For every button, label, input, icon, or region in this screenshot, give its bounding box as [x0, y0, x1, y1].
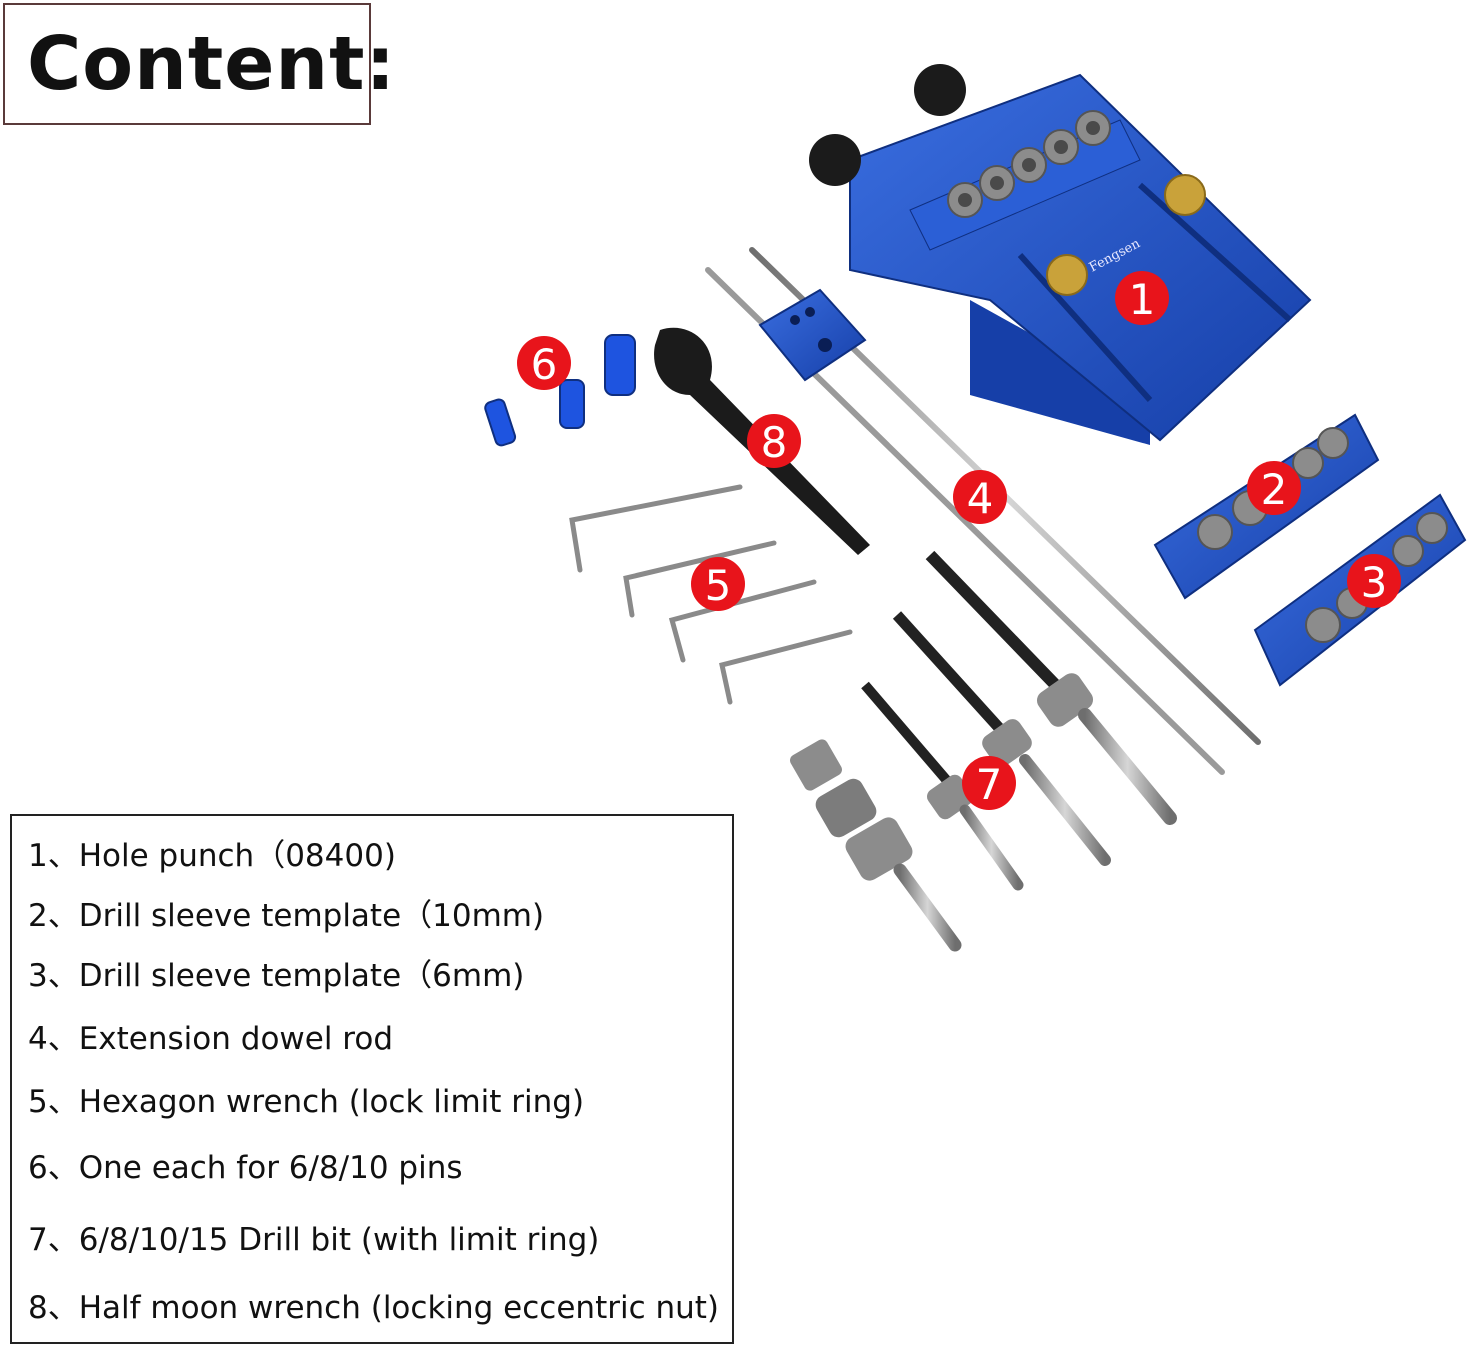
- title-box: Content:: [3, 3, 395, 125]
- legend-item-2: 2、Drill sleeve template（10mm): [28, 898, 545, 934]
- callout-8: 8: [747, 414, 801, 468]
- page-title: Content:: [27, 21, 397, 107]
- legend-item-1: 1、Hole punch（08400): [28, 838, 396, 874]
- legend-item-8: 8、Half moon wrench (locking eccentric nu…: [28, 1290, 720, 1326]
- callout-1: 1: [1115, 271, 1169, 325]
- legend-item-5: 5、Hexagon wrench (lock limit ring): [28, 1084, 585, 1120]
- hole-punch-jig: Fengsen: [809, 64, 1312, 445]
- callout-5: 5: [691, 557, 745, 611]
- callout-3-label: 3: [1361, 558, 1388, 607]
- callout-8-label: 8: [761, 418, 788, 467]
- drill-bits: [790, 550, 1177, 952]
- hexagon-wrenches: [569, 484, 853, 705]
- legend-item-4: 4、Extension dowel rod: [28, 1021, 394, 1057]
- callout-6: 6: [517, 336, 571, 390]
- callout-6-label: 6: [531, 340, 558, 389]
- legend-item-3: 3、Drill sleeve template（6mm): [28, 958, 525, 994]
- callout-2-label: 2: [1261, 465, 1288, 514]
- dowel-pins: [484, 334, 636, 447]
- callout-7-label: 7: [976, 760, 1003, 809]
- callout-1-label: 1: [1129, 275, 1156, 324]
- product-illustration: Fengsen: [484, 64, 1467, 952]
- contents-legend: 1、Hole punch（08400) 2、Drill sleeve templ…: [10, 814, 734, 1344]
- callout-4: 4: [953, 470, 1007, 524]
- callout-4-label: 4: [967, 474, 994, 523]
- legend-item-6: 6、One each for 6/8/10 pins: [28, 1150, 463, 1186]
- callout-7: 7: [962, 756, 1016, 810]
- callout-3: 3: [1347, 554, 1401, 608]
- legend-item-7: 7、6/8/10/15 Drill bit (with limit ring): [28, 1222, 600, 1258]
- callout-5-label: 5: [705, 561, 732, 610]
- callout-2: 2: [1247, 461, 1301, 515]
